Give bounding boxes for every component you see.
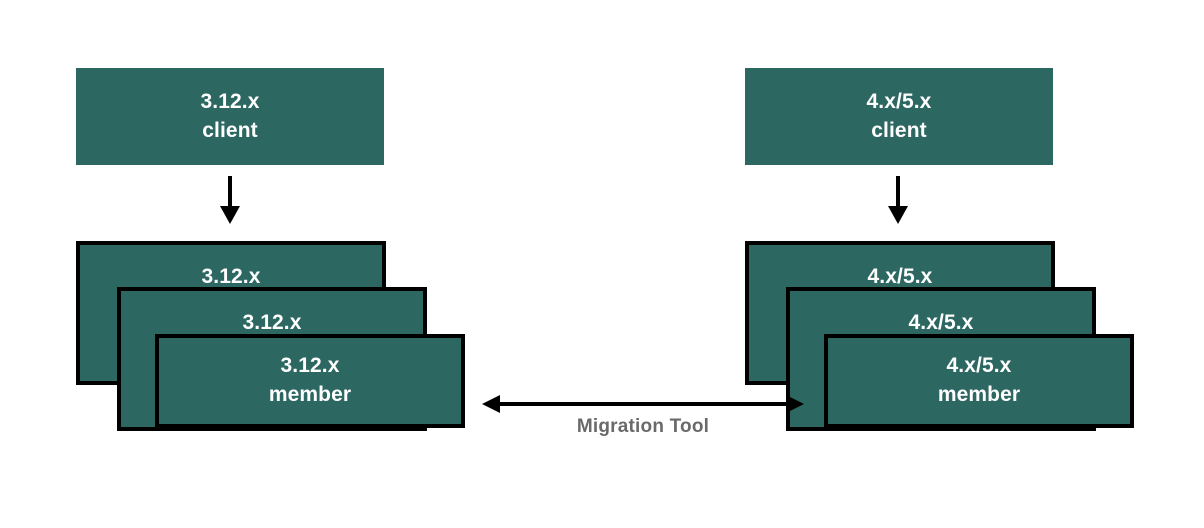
right-member-middle-line1: 4.x/5.x	[908, 311, 974, 334]
left-member-box-front[interactable]: 3.12.x member	[155, 334, 465, 428]
left-client-box[interactable]: 3.12.x client	[76, 68, 384, 165]
right-client-to-member-arrow-icon	[888, 176, 908, 224]
right-client-box[interactable]: 4.x/5.x client	[745, 68, 1053, 165]
migration-double-arrow-icon	[482, 395, 804, 413]
right-member-front-line1: 4.x/5.x	[946, 354, 1012, 378]
left-member-middle-line1: 3.12.x	[242, 311, 302, 334]
migration-tool-label: Migration Tool	[576, 416, 710, 437]
left-member-front-line1: 3.12.x	[280, 354, 340, 378]
right-member-back-line1: 4.x/5.x	[867, 265, 933, 288]
right-client-line1: 4.x/5.x	[866, 89, 932, 113]
right-client-line2: client	[871, 118, 927, 142]
right-member-front-line2: member	[937, 383, 1021, 406]
right-member-box-front[interactable]: 4.x/5.x member	[824, 334, 1134, 428]
left-client-to-member-arrow-icon	[220, 176, 240, 224]
left-client-line2: client	[202, 118, 258, 142]
left-member-back-line1: 3.12.x	[201, 265, 261, 288]
left-client-line1: 3.12.x	[200, 89, 260, 113]
left-member-front-line2: member	[268, 383, 352, 406]
